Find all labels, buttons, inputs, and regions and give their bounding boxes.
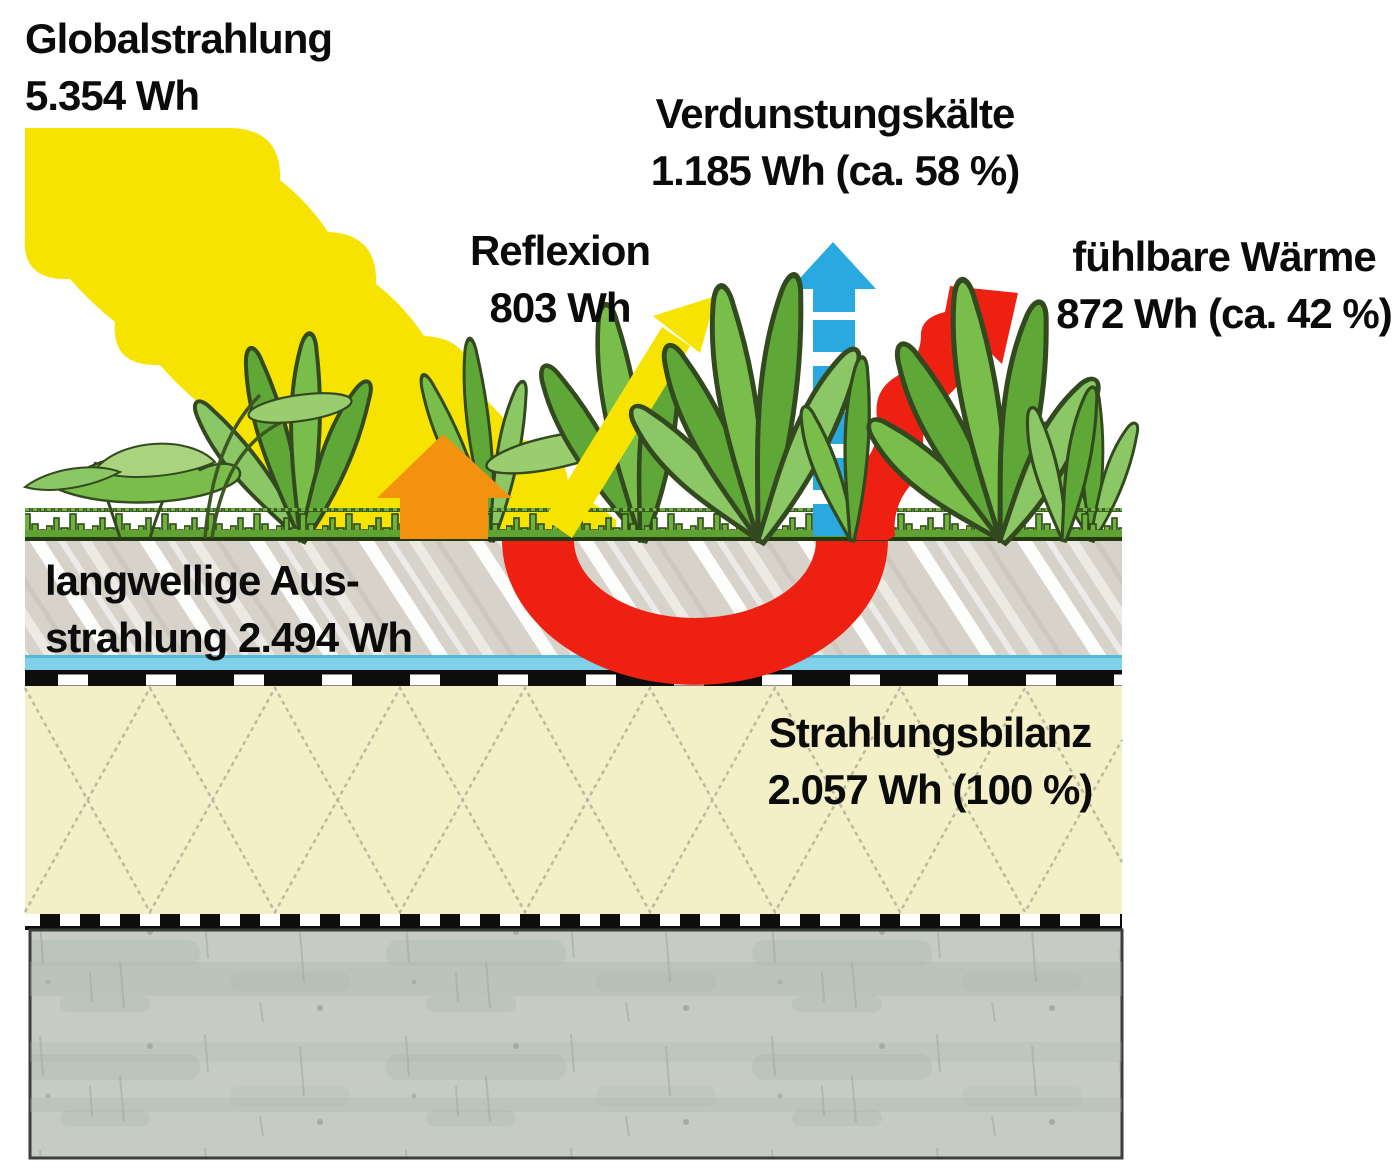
label-radiation-balance: Strahlungsbilanz 2.057 Wh (100 %) bbox=[735, 704, 1125, 818]
label-reflection-value: 803 Wh bbox=[489, 284, 631, 331]
label-evaporative-cooling: Verdunstungskälte 1.185 Wh (ca. 58 %) bbox=[600, 85, 1070, 199]
insulation-layer bbox=[23, 685, 1124, 915]
label-longwave-radiation-line2: strahlung 2.494 Wh bbox=[45, 614, 413, 661]
label-radiation-balance-name: Strahlungsbilanz bbox=[768, 709, 1092, 756]
label-longwave-radiation-line1: langwellige Aus- bbox=[45, 557, 360, 604]
root-barrier-dashed-line bbox=[25, 670, 1122, 686]
label-global-radiation-name: Globalstrahlung bbox=[25, 15, 333, 62]
concrete-deck bbox=[28, 928, 1124, 1160]
label-global-radiation: Globalstrahlung 5.354 Wh bbox=[25, 10, 333, 124]
label-longwave-radiation: langwellige Aus- strahlung 2.494 Wh bbox=[45, 552, 413, 666]
broad-leaf-plant bbox=[22, 442, 242, 539]
reflection-arrow bbox=[544, 296, 716, 538]
vegetation-front bbox=[22, 273, 1115, 558]
vapor-barrier-checker-line bbox=[25, 914, 1122, 930]
sensible-heat-arrow bbox=[850, 286, 1018, 540]
label-reflection-name: Reflexion bbox=[469, 227, 651, 274]
label-evaporative-cooling-value: 1.185 Wh (ca. 58 %) bbox=[650, 147, 1021, 194]
label-sensible-heat: fühlbare Wärme 872 Wh (ca. 42 %) bbox=[1048, 228, 1400, 342]
label-evaporative-cooling-name: Verdunstungskälte bbox=[655, 90, 1016, 137]
drainage-layer bbox=[25, 655, 1122, 670]
label-radiation-balance-value: 2.057 Wh (100 %) bbox=[767, 766, 1094, 813]
label-sensible-heat-name: fühlbare Wärme bbox=[1072, 233, 1376, 280]
label-reflection: Reflexion 803 Wh bbox=[420, 222, 700, 336]
label-global-radiation-value: 5.354 Wh bbox=[25, 72, 200, 119]
soil-heat-flux-arrow bbox=[377, 434, 512, 539]
label-sensible-heat-value: 872 Wh (ca. 42 %) bbox=[1056, 290, 1392, 337]
sprout-plant bbox=[203, 392, 353, 539]
